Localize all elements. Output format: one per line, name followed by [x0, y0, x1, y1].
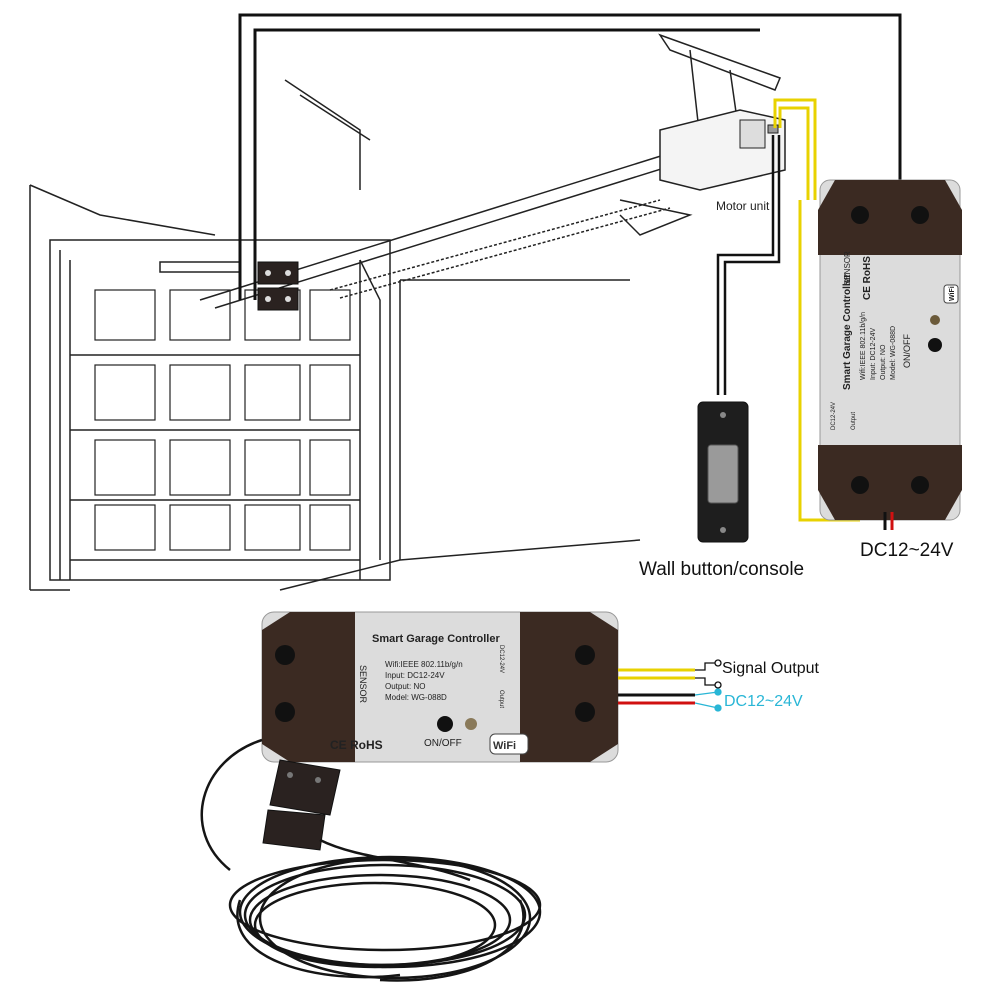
controller-top-switch-label: ON/OFF	[902, 334, 912, 368]
controller-bottom-terminal-power: DC12-24V	[498, 645, 504, 673]
wall-button-label: Wall button/console	[639, 559, 804, 580]
controller-bottom-spec-model: Model: WG-088D	[385, 693, 447, 702]
power-label-top: DC12~24V	[860, 540, 954, 561]
controller-top-title: Smart Garage Controller	[842, 274, 853, 390]
controller-top-spec-model: Model: WG-088D	[890, 326, 897, 380]
controller-bottom-wifi-icon	[489, 733, 529, 755]
sensor-wire-top	[238, 13, 902, 300]
controller-bottom-spec-output: Output: NO	[385, 682, 425, 691]
sensor-cable-coil	[200, 738, 542, 982]
controller-bottom-switch-label: ON/OFF	[424, 738, 462, 749]
wall-button-console: Wall button/console	[639, 401, 804, 580]
controller-top-spec-output: Output: NO	[880, 344, 887, 380]
garage-illustration	[29, 33, 781, 591]
power-label-bottom: DC12~24V	[724, 693, 803, 710]
controller-top: Smart Garage Controller Wifi:IEEE 802.11…	[818, 179, 962, 521]
controller-top-wifi-icon	[943, 284, 959, 304]
magnetic-sensor	[262, 759, 341, 851]
controller-top-terminal-power: DC12-24V	[831, 402, 837, 430]
controller-bottom-wifi-label: WiFi	[493, 740, 516, 752]
signal-output-label: Signal Output	[722, 660, 820, 677]
power-leads-top	[883, 512, 894, 530]
controller-bottom-power-button	[437, 716, 453, 732]
door-sensor-icon	[257, 261, 299, 311]
controller-bottom-terminal-output: Output	[498, 690, 504, 708]
controller-bottom-spec-wifi: Wifi:IEEE 802.11b/g/n	[385, 660, 463, 669]
controller-top-wifi-label: WiFi	[949, 286, 956, 301]
controller-top-power-button	[928, 338, 942, 352]
motor-unit: Motor unit	[659, 109, 786, 213]
power-bracket	[694, 688, 722, 712]
controller-top-cert-label: CE RoHS	[862, 256, 873, 300]
controller-bottom-title: Smart Garage Controller	[372, 633, 500, 645]
signal-wires-bottom	[618, 668, 695, 705]
wall-button-wires	[716, 135, 781, 395]
controller-bottom: Smart Garage Controller Wifi:IEEE 802.11…	[261, 611, 619, 763]
controller-top-spec-wifi: Wifi:IEEE 802.11b/g/n	[860, 312, 867, 380]
controller-top-sensor-label: SENSOR	[843, 251, 852, 285]
controller-bottom-spec-input: Input: DC12-24V	[385, 671, 445, 680]
controller-bottom-sensor-label: SENSOR	[358, 665, 368, 704]
controller-top-terminal-output: Output	[851, 412, 857, 430]
controller-top-spec-input: Input: DC12-24V	[870, 328, 877, 380]
signal-output-bracket	[695, 659, 722, 689]
controller-bottom-cert-label: CE RoHS	[330, 738, 383, 752]
motor-unit-label: Motor unit	[716, 199, 770, 213]
